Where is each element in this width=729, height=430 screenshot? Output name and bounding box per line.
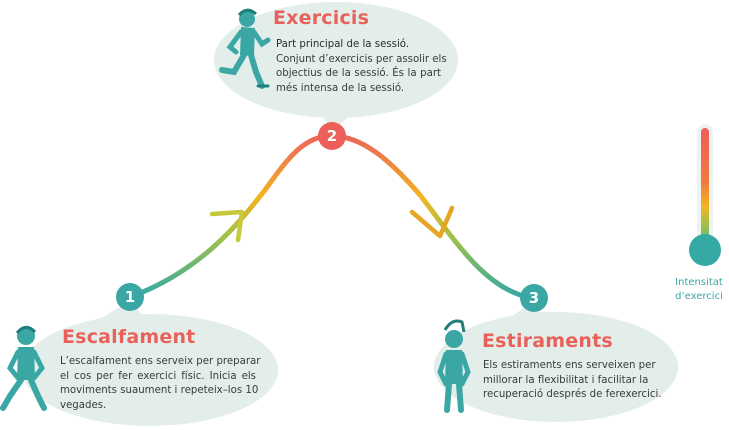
arrow-down-icon [409, 205, 455, 239]
text-exercise-line-2: objectius de la sessió. És la part [276, 68, 441, 79]
text-exercise-line-1: Conjunt d’exercicis per assolir els [276, 53, 447, 65]
step-number-2: 2 [327, 127, 337, 145]
runner-icon [219, 8, 271, 89]
text-exercise-line-3: més intensa de la sessió. [276, 82, 405, 94]
step-marker-2: 2 [318, 122, 346, 150]
text-stretching-line-3: recuperació després de ferexercici. [483, 389, 662, 400]
warmup-figure-icon [0, 325, 47, 411]
intensity-curve [127, 133, 535, 301]
title-stretching: Estiraments [482, 330, 613, 352]
step-number-3: 3 [529, 289, 539, 307]
text-stretching-line-1: Els estiraments ens serveixen per [483, 360, 656, 371]
thermometer-icon [689, 124, 721, 266]
text-warmup: L’escalfament ens serveix per preparar e… [60, 355, 261, 413]
text-warmup-line-2: el cos per fer exercici físic. Inicia el… [60, 370, 256, 382]
text-warmup-line-3: moviments suaument i repeteix–los 10 [60, 385, 259, 396]
title-exercise: Exercicis [273, 7, 370, 29]
title-warmup: Escalfament [62, 326, 196, 348]
step-marker-1: 1 [116, 283, 144, 311]
legend-line-2: d’exercici [675, 291, 723, 302]
step-number-1: 1 [125, 288, 135, 306]
text-exercise: Part principal de la sessió. Conjunt d’e… [276, 38, 447, 96]
legend-line-1: Intensitat [675, 277, 723, 288]
step-marker-3: 3 [520, 284, 548, 312]
stretching-figure-icon [437, 319, 471, 413]
intensity-legend: Intensitat d’exercici [668, 276, 729, 304]
text-stretching: Els estiraments ens serveixen per millor… [483, 359, 662, 403]
bubble-exercise [214, 2, 458, 130]
text-warmup-line-1: L’escalfament ens serveix per preparar [60, 356, 261, 367]
text-stretching-line-2: millorar la flexibilitat i facilitar la [483, 374, 649, 386]
text-exercise-lead: Part principal de la sessió. [276, 39, 410, 50]
arrow-up-icon [209, 209, 245, 243]
text-warmup-line-4: vegades. [60, 399, 107, 411]
